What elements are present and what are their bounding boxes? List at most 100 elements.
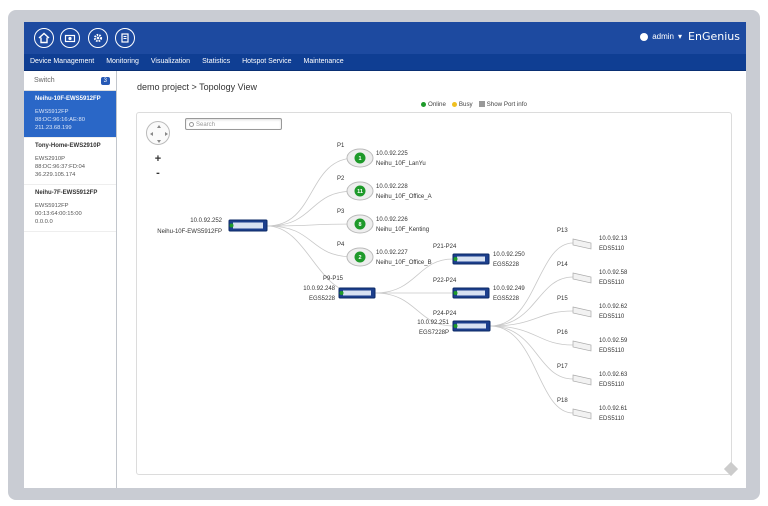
camera-node[interactable]: P18 10.0.92.61 EDS5110 (557, 398, 628, 422)
ap-name: Neihu_10F_LanYu (376, 161, 426, 167)
device-name: Tony-Home-EWS2910P (35, 143, 101, 149)
status-legend: Online Busy Show Port info (421, 101, 527, 108)
top-bar: admin ▾ EnGenius (24, 22, 746, 54)
device-ip: 36.229.105.174 (35, 172, 76, 178)
ap-node[interactable]: P2 11 10.0.92.228 Neihu_10F_Office_A (337, 176, 432, 201)
zoom-in-button[interactable]: + (154, 153, 162, 165)
switch-name: EGS5228 (309, 296, 336, 302)
mid-switch-node[interactable]: P9-P15 10.0.92.248 EGS5228 (303, 276, 376, 302)
device-ip: 211.23.68.199 (35, 125, 72, 131)
ap-name: Neihu_10F_Office_A (376, 194, 432, 200)
camera-ip: 10.0.92.62 (599, 304, 628, 310)
sidebar-device-item[interactable]: Tony-Home-EWS2910P EWS2910P 88:DC:96:37:… (24, 138, 116, 185)
root-name: Neihu-10F-EWS5912FP (157, 229, 222, 235)
root-switch-node[interactable]: 10.0.92.252 Neihu-10F-EWS5912FP (157, 218, 268, 235)
ap-count: 8 (358, 222, 361, 228)
menu-device-management[interactable]: Device Management (30, 58, 95, 65)
device-name: Neihu-7F-EWS5912FP (35, 190, 98, 196)
zoom-out-button[interactable]: - (156, 167, 160, 179)
ap-port: P1 (337, 143, 345, 149)
pan-control[interactable] (146, 121, 170, 145)
topology-links (266, 157, 574, 414)
device-model: EWS5912FP (35, 109, 69, 115)
search-placeholder: Search (196, 121, 216, 128)
switch-node[interactable]: P24-P24 10.0.92.251 EGS7228P (417, 311, 491, 336)
ap-name: Neihu_10F_Kenting (376, 227, 429, 233)
camera-node[interactable]: P14 10.0.92.58 EDS5110 (557, 262, 628, 286)
ap-node[interactable]: P3 8 10.0.92.226 Neihu_10F_Kenting (337, 209, 429, 234)
camera-icon[interactable] (60, 28, 80, 48)
menu-hotspot-service[interactable]: Hotspot Service (242, 58, 292, 65)
search-input[interactable]: Search (185, 118, 282, 130)
device-mac: 88:DC:96:16:AE:80 (35, 117, 85, 123)
username: admin (652, 32, 674, 41)
menu-monitoring[interactable]: Monitoring (106, 58, 139, 65)
camera-node[interactable]: P16 10.0.92.59 EDS5110 (557, 330, 628, 354)
camera-node[interactable]: P15 10.0.92.62 EDS5110 (557, 296, 628, 320)
camera-node[interactable]: P17 10.0.92.63 EDS5110 (557, 364, 628, 388)
camera-node[interactable]: P13 10.0.92.13 EDS5110 (557, 228, 628, 252)
device-mac: 00:13:64:00:15:00 (35, 211, 82, 217)
ap-count: 2 (358, 255, 361, 261)
ap-node[interactable]: P4 2 10.0.92.227 Neihu_10F_Office_B (337, 242, 432, 267)
sidebar-device-item[interactable]: Neihu-10F-EWS5912FP EWS5912FP 88:DC:96:1… (24, 91, 116, 138)
online-dot-icon (421, 101, 426, 107)
switch-port: P9-P15 (323, 276, 344, 282)
show-port-info-toggle[interactable]: Show Port info (478, 101, 527, 108)
switch-node[interactable]: P22-P24 10.0.92.249 EGS5228 (433, 278, 525, 302)
camera-name: EDS5110 (599, 314, 625, 320)
switch-name: EGS5228 (493, 296, 520, 302)
camera-port: P16 (557, 330, 568, 336)
checkbox-icon[interactable] (478, 101, 485, 108)
camera-port: P15 (557, 296, 568, 302)
user-menu[interactable]: admin ▾ (640, 32, 682, 41)
menu-maintenance[interactable]: Maintenance (303, 58, 344, 65)
switch-ip: 10.0.92.251 (417, 320, 449, 326)
root-ip: 10.0.92.252 (190, 218, 222, 224)
switch-port: P24-P24 (433, 311, 457, 317)
camera-name: EDS5110 (599, 382, 625, 388)
switch-port: P22-P24 (433, 278, 457, 284)
camera-port: P17 (557, 364, 568, 370)
sidebar: Switch 3 Neihu-10F-EWS5912FP EWS5912FP 8… (24, 71, 117, 488)
ap-ip: 10.0.92.228 (376, 184, 408, 190)
switch-ip: 10.0.92.250 (493, 252, 525, 258)
ap-count: 11 (357, 189, 363, 195)
gear-icon[interactable] (88, 28, 108, 48)
camera-port: P13 (557, 228, 568, 234)
ap-ip: 10.0.92.225 (376, 151, 408, 157)
switch-port: P21-P24 (433, 244, 457, 250)
switch-node[interactable]: P21-P24 10.0.92.250 EGS5228 (433, 244, 525, 268)
topology-canvas[interactable]: + - Search (136, 112, 732, 475)
ap-ip: 10.0.92.227 (376, 250, 408, 256)
switch-name: EGS7228P (419, 330, 449, 336)
user-icon (640, 32, 649, 41)
camera-ip: 10.0.92.59 (599, 338, 628, 344)
camera-port: P14 (557, 262, 568, 268)
switch-name: EGS5228 (493, 262, 520, 268)
camera-name: EDS5110 (599, 280, 625, 286)
sidebar-device-item[interactable]: Neihu-7F-EWS5912FP EWS5912FP 00:13:64:00… (24, 185, 116, 232)
camera-port: P18 (557, 398, 568, 404)
app-window: admin ▾ EnGenius Device Management Monit… (24, 22, 746, 488)
document-icon[interactable] (115, 28, 135, 48)
camera-name: EDS5110 (599, 348, 625, 354)
ap-node[interactable]: P1 1 10.0.92.225 Neihu_10F_LanYu (337, 143, 426, 168)
device-mac: 88:DC:96:37:FD:04 (35, 164, 85, 170)
search-icon (189, 122, 194, 127)
device-count-badge: 3 (100, 76, 110, 85)
chevron-down-icon: ▾ (677, 32, 682, 41)
camera-name: EDS5110 (599, 416, 625, 422)
home-icon[interactable] (34, 28, 54, 48)
device-model: EWS2910P (35, 156, 65, 162)
menu-visualization[interactable]: Visualization (150, 58, 191, 65)
main-content: demo project > Topology View Online Busy… (118, 71, 746, 488)
sidebar-title: Switch (34, 77, 55, 84)
ap-port: P3 (337, 209, 345, 215)
menu-statistics[interactable]: Statistics (202, 58, 231, 65)
camera-ip: 10.0.92.58 (599, 270, 628, 276)
topology-graph: 10.0.92.252 Neihu-10F-EWS5912FP P1 1 10.… (157, 143, 628, 422)
device-ip: 0.0.0.0 (35, 219, 53, 225)
brand-logo: EnGenius (688, 30, 740, 43)
busy-dot-icon (451, 101, 457, 107)
